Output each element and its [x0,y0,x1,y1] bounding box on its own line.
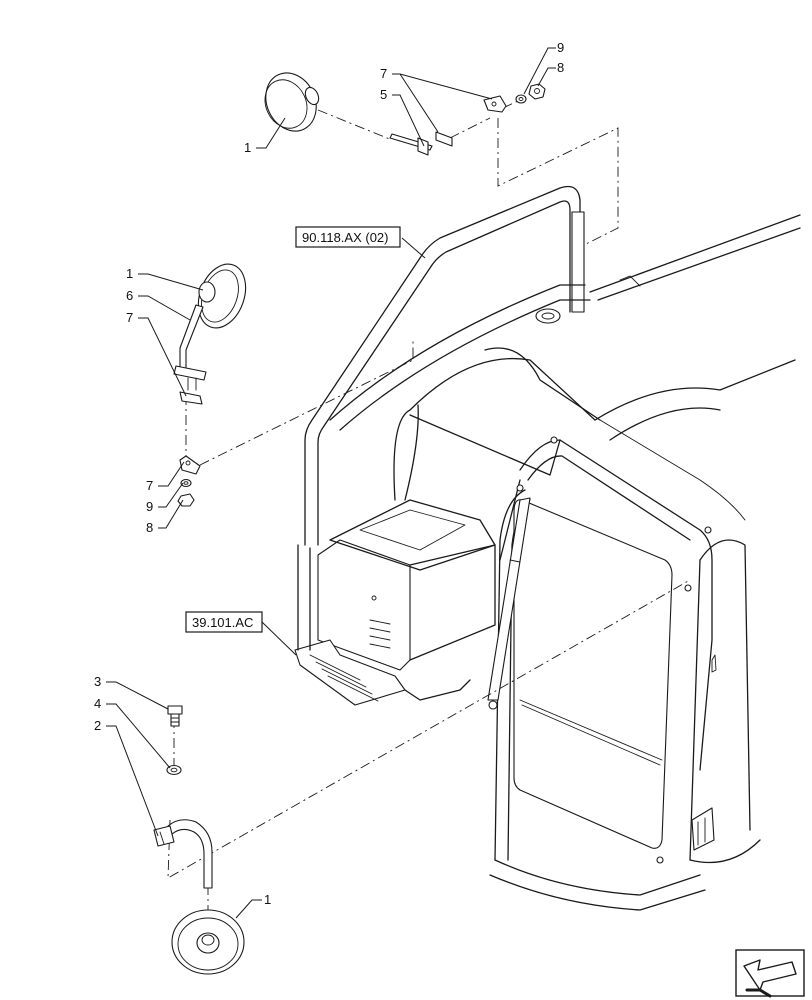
reference-middle-label: 39.101.AC [192,615,253,630]
bottom-mirror [171,909,245,975]
reference-middle[interactable]: 39.101.AC [185,611,263,633]
top-nut [528,83,546,100]
callout-top-washer: 9 [557,40,564,55]
callout-numbers: 1 7 5 9 8 1 6 7 7 9 8 3 4 2 1 [94,40,564,907]
mid-clamp-lower [179,455,201,475]
mid-clamp-upper [179,391,203,405]
top-mirror [264,72,320,132]
callout-bottom-mirror: 1 [264,892,271,907]
cab-body [294,185,801,911]
callout-mid-clamp-lower: 7 [146,478,153,493]
top-mirror-assembly [264,72,546,156]
callout-mid-washer: 9 [146,499,153,514]
mid-mirror [197,263,247,329]
bottom-bracket [153,819,213,889]
bottom-mirror-assembly [153,705,245,975]
mid-nut [177,493,195,507]
callout-top-mirror: 1 [244,140,251,155]
callout-mid-clamp-upper: 7 [126,310,133,325]
arrow-icon[interactable] [735,949,805,998]
bottom-bolt [167,705,183,727]
bottom-washer [166,764,182,776]
top-bracket-rod [389,131,453,156]
reference-top-label: 90.118.AX (02) [302,230,388,245]
callout-bottom-bolt: 3 [94,674,101,689]
callout-top-bracket-b: 5 [380,87,387,102]
mid-washer [180,478,192,488]
callout-top-nut: 8 [557,60,564,75]
top-washer [515,94,527,104]
mid-mirror-assembly [173,263,247,507]
leaders [106,47,556,919]
top-bracket-clamp [483,95,507,113]
callout-top-bracket-a: 7 [380,66,387,81]
callout-mid-nut: 8 [146,520,153,535]
callout-mid-arm: 6 [126,288,133,303]
callout-bottom-bracket: 2 [94,718,101,733]
callout-bottom-washer: 4 [94,696,101,711]
mid-arm [173,304,207,391]
reference-top[interactable]: 90.118.AX (02) [295,226,401,248]
callout-mid-mirror: 1 [126,266,133,281]
